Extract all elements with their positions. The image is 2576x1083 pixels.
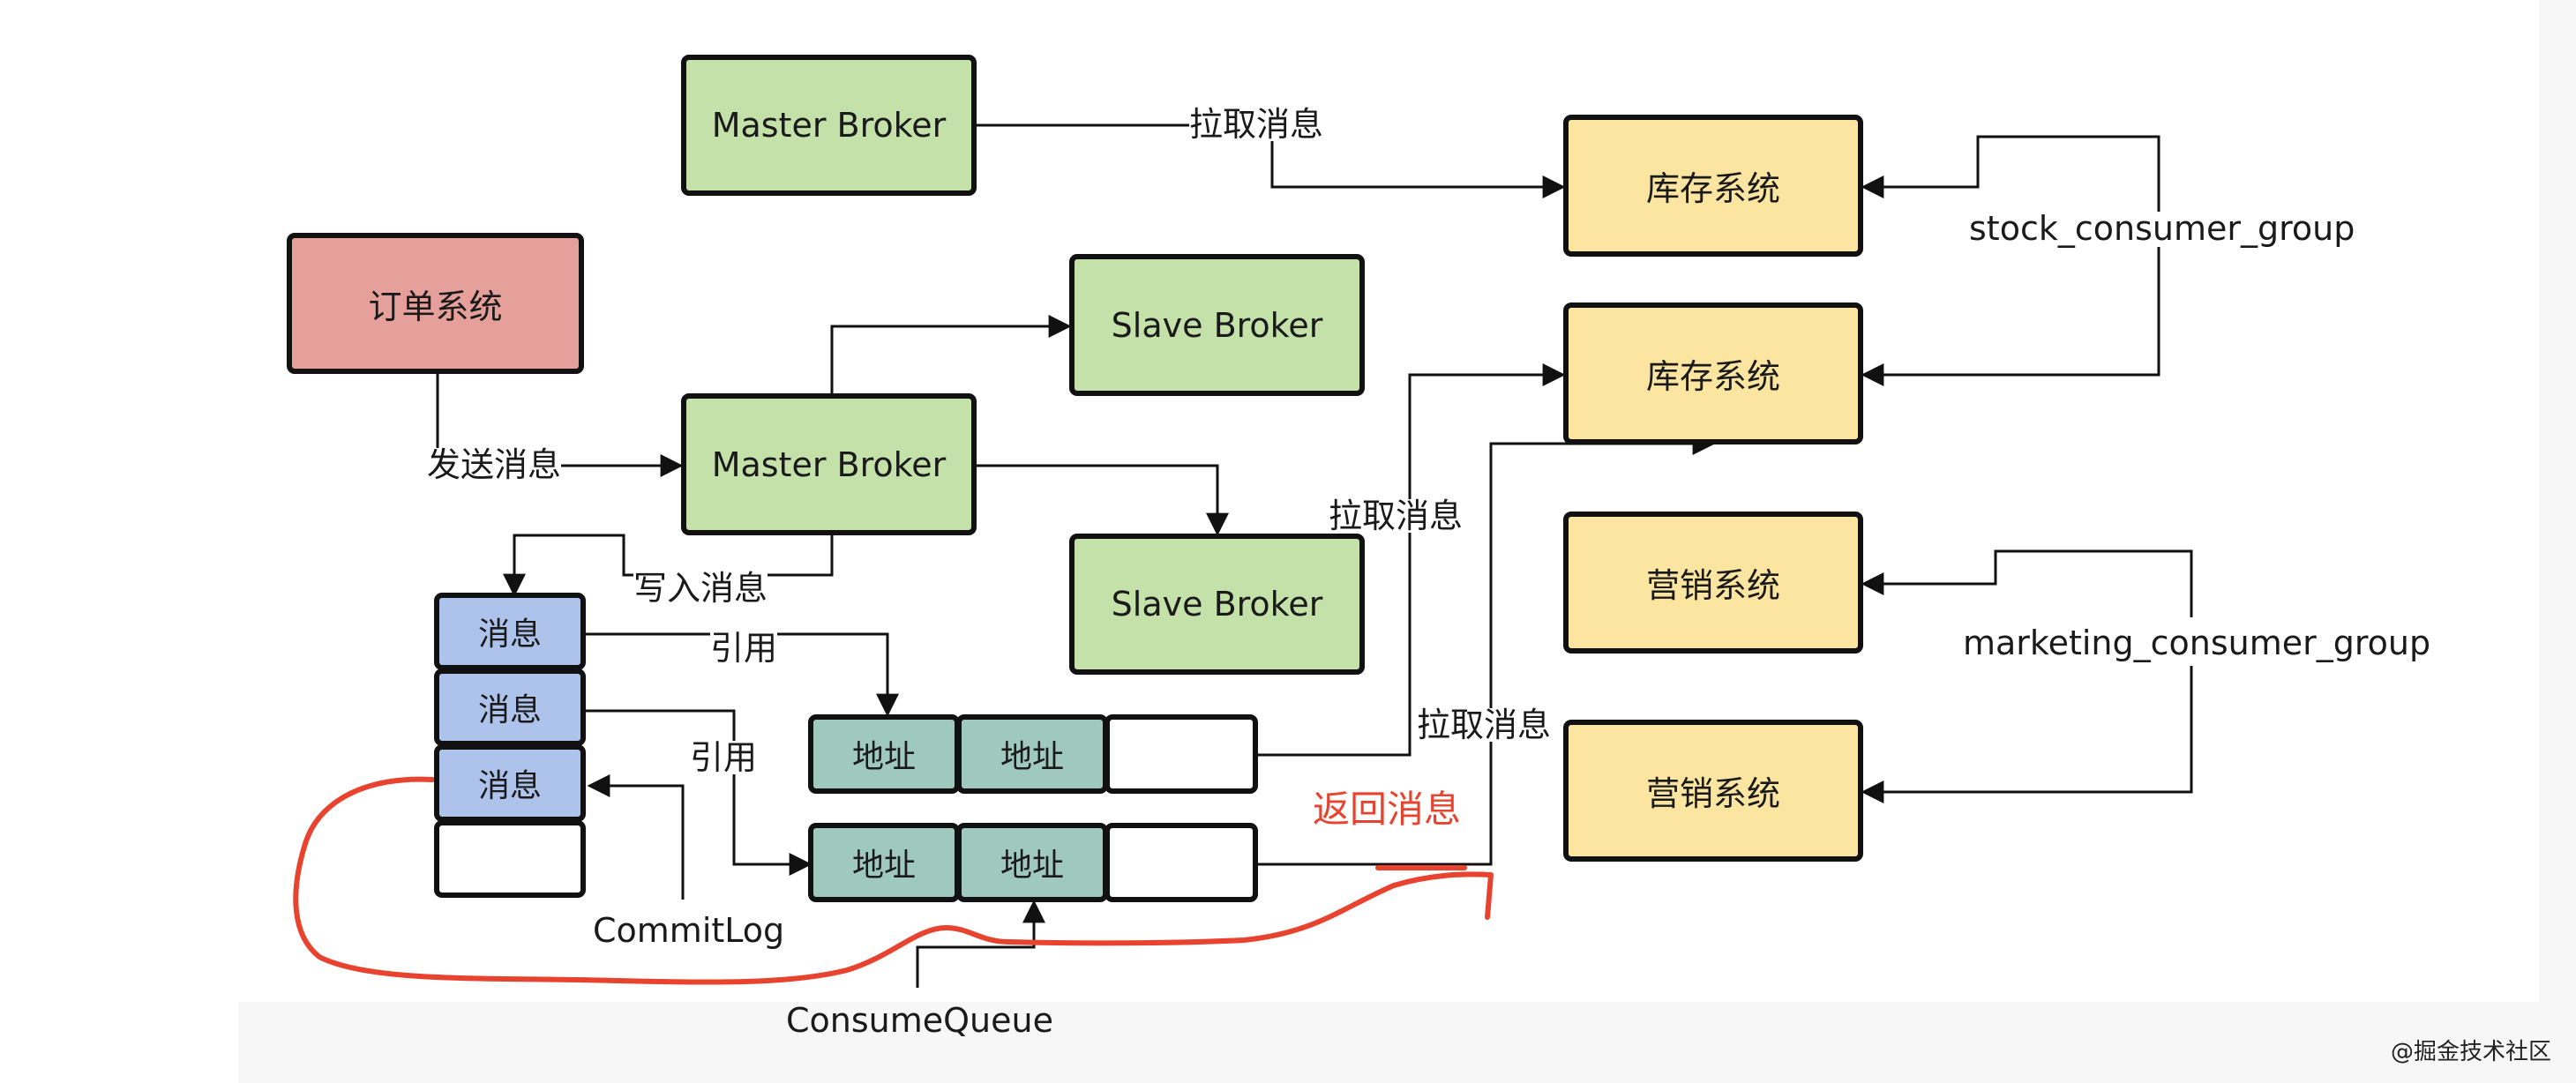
pull-line-top <box>977 123 1566 198</box>
stock-consumer-group-label: stock_consumer_group <box>1969 209 2355 248</box>
commitlog-entry: 消息 <box>434 744 586 822</box>
pull-message-label: 拉取消息 <box>1417 706 1552 744</box>
master-broker: Master Broker <box>681 393 977 535</box>
reference-label: 引用 <box>690 738 758 777</box>
marketing-system-2-label: 营销系统 <box>1645 774 1780 813</box>
inventory-system-2: 库存系统 <box>1563 302 1863 444</box>
red-return-annotation <box>293 776 1494 985</box>
slave-broker-1: Slave Broker <box>1069 254 1365 396</box>
marketing-system-1-label: 营销系统 <box>1645 566 1780 605</box>
marketing-system-1: 营销系统 <box>1563 512 1863 654</box>
reference-line-1 <box>584 632 899 717</box>
consume-queue-slot-label: 地址 <box>1000 848 1064 884</box>
slave-broker-1-label: Slave Broker <box>1111 305 1323 345</box>
consume-queue-slot-empty <box>1105 823 1258 902</box>
consumequeue-pointer <box>916 900 1045 988</box>
commitlog-label: CommitLog <box>593 911 785 950</box>
reference-line-2 <box>584 709 812 876</box>
marketing-group-line-2 <box>1861 666 2193 803</box>
consume-queue-slot-empty <box>1105 714 1258 794</box>
commitlog-entry-label: 消息 <box>477 692 542 728</box>
write-line <box>503 534 834 597</box>
order-system: 订单系统 <box>287 233 584 374</box>
bottom-shade <box>238 1002 2576 1083</box>
stock-group-line-1 <box>1861 135 2160 212</box>
inventory-system-1-label: 库存系统 <box>1645 169 1780 208</box>
right-shade <box>2539 0 2576 1083</box>
watermark: @掘金技术社区 <box>2390 1039 2551 1065</box>
consume-queue-slot: 地址 <box>956 714 1108 794</box>
commitlog-entry-label: 消息 <box>477 768 542 804</box>
commitlog-pointer <box>587 774 685 900</box>
commitlog-entry-empty <box>434 820 586 898</box>
return-message-label: 返回消息 <box>1313 788 1462 831</box>
replicate-line-2 <box>977 464 1229 536</box>
reference-label: 引用 <box>710 629 778 668</box>
consume-queue-slot-label: 地址 <box>851 739 916 775</box>
inventory-system-2-label: 库存系统 <box>1645 357 1780 396</box>
send-message-label: 发送消息 <box>427 445 562 484</box>
pull-message-label: 拉取消息 <box>1329 497 1464 535</box>
commitlog-entry-label: 消息 <box>477 616 542 653</box>
consume-queue-slot: 地址 <box>956 823 1108 902</box>
consume-queue-label: ConsumeQueue <box>786 1001 1053 1040</box>
master-broker-label: Master Broker <box>711 444 947 484</box>
master-broker-top: Master Broker <box>681 55 977 196</box>
consume-queue-slot-label: 地址 <box>851 848 916 884</box>
order-system-label: 订单系统 <box>368 287 503 326</box>
commitlog-entry: 消息 <box>434 593 586 670</box>
marketing-group-line-1 <box>1861 549 2193 617</box>
stock-group-line-2 <box>1861 247 2160 386</box>
consume-queue-slot-label: 地址 <box>1000 739 1064 775</box>
inventory-system-1: 库存系统 <box>1563 115 1863 257</box>
master-broker-top-label: Master Broker <box>711 106 947 145</box>
pull-message-label: 拉取消息 <box>1189 105 1324 144</box>
pull-line-mid <box>1257 363 1566 757</box>
replicate-line-1 <box>830 315 1072 393</box>
slave-broker-2: Slave Broker <box>1069 534 1365 675</box>
consume-queue-slot: 地址 <box>808 823 960 902</box>
consume-queue-slot: 地址 <box>808 714 960 794</box>
write-message-label: 写入消息 <box>633 569 768 608</box>
marketing-system-2: 营销系统 <box>1563 720 1863 862</box>
commitlog-entry: 消息 <box>434 668 586 746</box>
marketing-consumer-group-label: marketing_consumer_group <box>1963 624 2431 662</box>
slave-broker-2-label: Slave Broker <box>1111 585 1323 624</box>
